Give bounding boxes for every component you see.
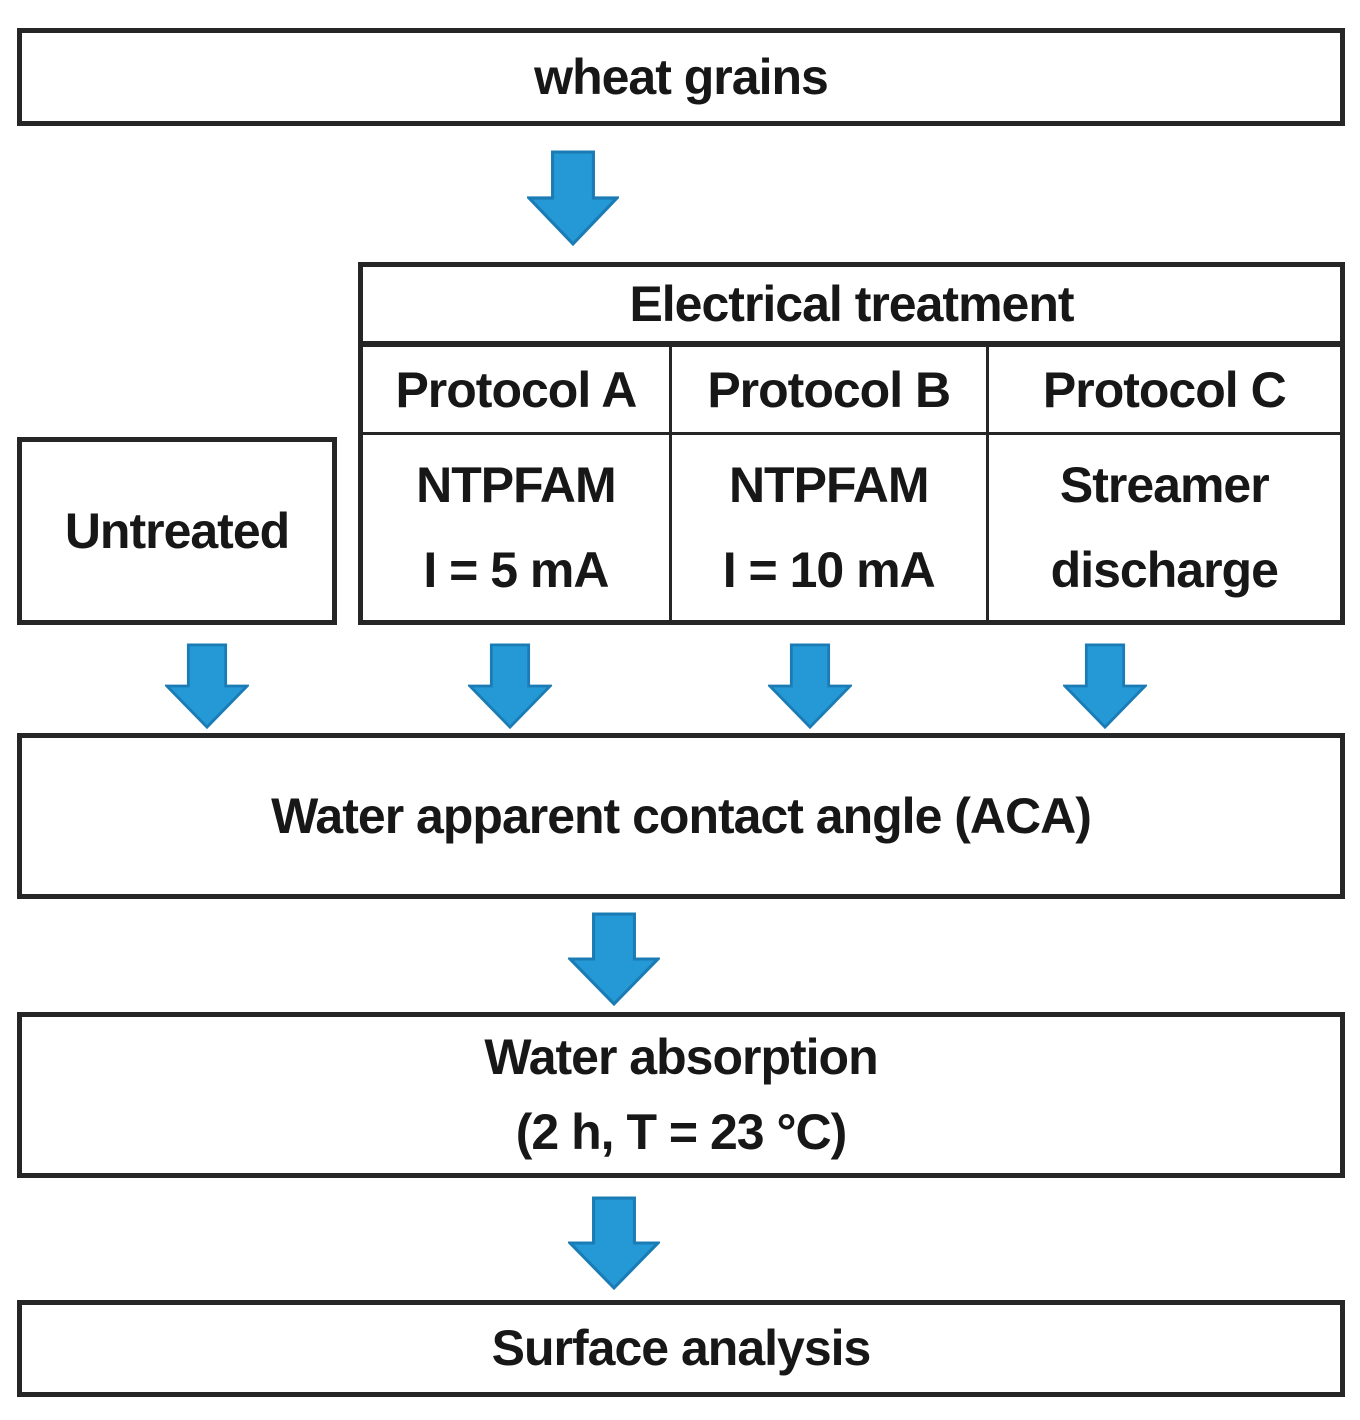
untreated-box: Untreated: [17, 437, 337, 625]
down-arrow-icon: [568, 1196, 660, 1290]
electrical-treatment-title: Electrical treatment: [363, 267, 1340, 347]
protocol-a-detail: NTPFAM I = 5 mA: [363, 435, 672, 620]
water-absorption-label-line2: (2 h, T = 23 °C): [515, 1104, 847, 1160]
down-arrow-icon: [468, 643, 552, 729]
water-absorption-box: Water absorption (2 h, T = 23 °C): [17, 1012, 1345, 1178]
down-arrow-icon: [527, 150, 619, 246]
wheat-grains-label: wheat grains: [534, 48, 829, 105]
protocol-c-detail-line1: Streamer: [1059, 456, 1270, 513]
water-contact-angle-box: Water apparent contact angle (ACA): [17, 733, 1345, 899]
down-arrow-icon: [568, 912, 660, 1006]
protocol-a-detail-line2: I = 5 mA: [423, 541, 609, 598]
protocol-c-detail-line2: discharge: [1050, 541, 1279, 598]
protocol-b-detail-line2: I = 10 mA: [722, 541, 936, 598]
water-contact-angle-label: Water apparent contact angle (ACA): [271, 787, 1092, 844]
protocol-b-header: Protocol B: [671, 347, 989, 435]
down-arrow-icon: [165, 643, 249, 729]
protocol-a-header: Protocol A: [363, 347, 672, 435]
wheat-grains-box: wheat grains: [17, 28, 1345, 126]
protocol-c-detail: Streamer discharge: [989, 435, 1340, 620]
protocol-b-detail: NTPFAM I = 10 mA: [672, 435, 989, 620]
electrical-treatment-table: Electrical treatment Protocol A Protocol…: [358, 262, 1345, 625]
protocol-a-detail-line1: NTPFAM: [416, 456, 617, 513]
down-arrow-icon: [768, 643, 852, 729]
protocol-b-detail-line1: NTPFAM: [728, 456, 930, 513]
water-absorption-label-line1: Water absorption: [484, 1029, 878, 1085]
untreated-label: Untreated: [64, 502, 290, 559]
down-arrow-icon: [1063, 643, 1147, 729]
surface-analysis-box: Surface analysis: [17, 1300, 1345, 1397]
surface-analysis-label: Surface analysis: [491, 1320, 872, 1376]
protocol-c-header: Protocol C: [988, 347, 1340, 435]
